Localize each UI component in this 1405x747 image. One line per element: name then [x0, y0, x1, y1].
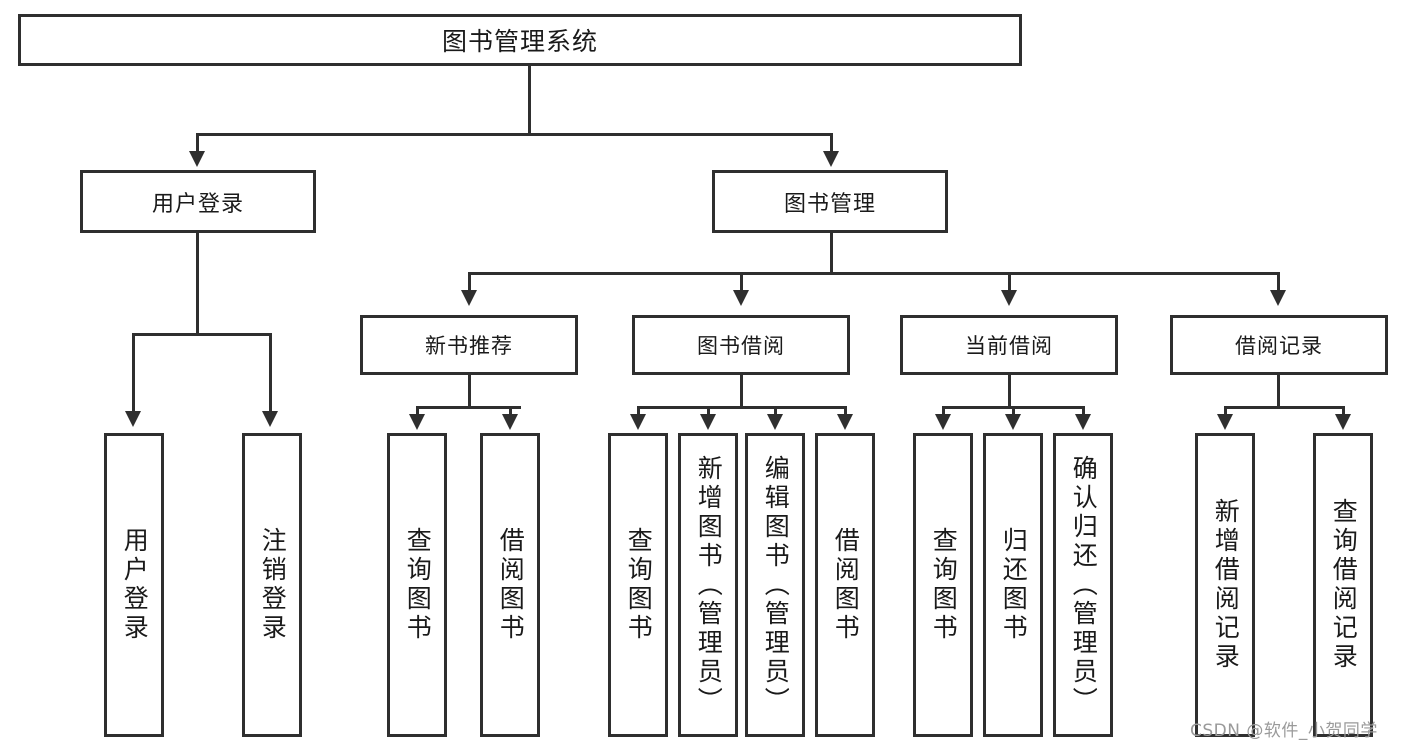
leaf-label: 新增借阅记录: [1211, 498, 1241, 672]
node-label: 借阅记录: [1235, 334, 1323, 358]
leaf-add-book-admin[interactable]: 新增图书（管理员）: [678, 433, 738, 737]
connector-new-book-drop-1: [416, 406, 419, 416]
connector-user-login-bus: [132, 333, 271, 336]
leaf-label: 编辑图书（管理员）: [761, 454, 791, 716]
arrowhead-leaf-query-record: [1335, 414, 1351, 430]
connector-borrow-record-stem: [1277, 375, 1280, 408]
arrowhead-leaf-user-login: [125, 411, 141, 427]
arrowhead-leaf-query-book-3: [935, 414, 951, 430]
connector-book-borrow-bus: [637, 406, 844, 409]
connector-book-mgmt-drop-4: [1277, 272, 1280, 292]
leaf-label: 确认归还（管理员）: [1069, 454, 1099, 716]
connector-current-borrow-stem: [1008, 375, 1011, 408]
connector-book-borrow-stem: [740, 375, 743, 408]
leaf-label: 注销登录: [258, 527, 288, 643]
connector-current-borrow-drop-1: [942, 406, 945, 416]
connector-new-book-bus: [416, 406, 521, 409]
connector-book-borrow-drop-3: [774, 406, 777, 416]
node-book-management[interactable]: 图书管理: [712, 170, 948, 233]
arrowhead-book-borrow: [733, 290, 749, 306]
leaf-user-login[interactable]: 用户登录: [104, 433, 164, 737]
leaf-query-borrow-record[interactable]: 查询借阅记录: [1313, 433, 1373, 737]
leaf-label: 归还图书: [999, 527, 1029, 643]
node-label: 图书借阅: [697, 334, 785, 358]
leaf-confirm-return-admin[interactable]: 确认归还（管理员）: [1053, 433, 1113, 737]
node-label: 图书管理系统: [441, 27, 598, 56]
arrowhead-user-login: [189, 151, 205, 167]
arrowhead-leaf-query-book-2: [630, 414, 646, 430]
connector-user-login-drop-1: [132, 333, 135, 413]
connector-root-bus: [196, 133, 833, 136]
connector-new-book-stem: [468, 375, 471, 408]
leaf-borrow-book-recommend[interactable]: 借阅图书: [480, 433, 540, 737]
node-label: 用户登录: [151, 191, 244, 217]
connector-book-mgmt-bus: [468, 272, 1280, 275]
connector-borrow-record-drop-1: [1224, 406, 1227, 416]
leaf-label: 查询借阅记录: [1329, 498, 1359, 672]
leaf-edit-book-admin[interactable]: 编辑图书（管理员）: [745, 433, 805, 737]
arrowhead-leaf-return-book: [1005, 414, 1021, 430]
connector-book-mgmt-drop-3: [1008, 272, 1011, 292]
node-label: 图书管理: [783, 191, 876, 217]
node-borrow-record[interactable]: 借阅记录: [1170, 315, 1388, 375]
connector-new-book-drop-2: [509, 406, 512, 416]
arrowhead-new-book-recommend: [461, 290, 477, 306]
connector-book-mgmt-drop-2: [740, 272, 743, 292]
csdn-watermark: CSDN @软件_小贺同学: [1190, 721, 1378, 741]
leaf-query-book-current[interactable]: 查询图书: [913, 433, 973, 737]
connector-root-to-user-login: [196, 133, 199, 153]
connector-current-borrow-drop-3: [1082, 406, 1085, 416]
arrowhead-leaf-add-record: [1217, 414, 1233, 430]
leaf-label: 查询图书: [403, 527, 433, 643]
connector-user-login-drop-2: [269, 333, 272, 413]
leaf-query-book-recommend[interactable]: 查询图书: [387, 433, 447, 737]
node-new-book-recommend[interactable]: 新书推荐: [360, 315, 578, 375]
arrowhead-leaf-add-book: [700, 414, 716, 430]
connector-user-login-stem: [196, 233, 199, 335]
arrowhead-borrow-record: [1270, 290, 1286, 306]
connector-current-borrow-drop-2: [1012, 406, 1015, 416]
leaf-query-book-borrow[interactable]: 查询图书: [608, 433, 668, 737]
connector-root-stem: [528, 66, 531, 135]
connector-book-mgmt-drop-1: [468, 272, 471, 292]
arrowhead-leaf-borrow-book-1: [502, 414, 518, 430]
connector-book-borrow-drop-4: [844, 406, 847, 416]
leaf-label: 借阅图书: [831, 527, 861, 643]
connector-root-to-book-mgmt: [830, 133, 833, 153]
leaf-borrow-book[interactable]: 借阅图书: [815, 433, 875, 737]
arrowhead-leaf-confirm-return: [1075, 414, 1091, 430]
node-user-login[interactable]: 用户登录: [80, 170, 316, 233]
connector-borrow-record-drop-2: [1342, 406, 1345, 416]
connector-book-mgmt-stem: [830, 233, 833, 274]
node-current-borrow[interactable]: 当前借阅: [900, 315, 1118, 375]
leaf-label: 用户登录: [120, 527, 150, 643]
leaf-label: 查询图书: [624, 527, 654, 643]
arrowhead-current-borrow: [1001, 290, 1017, 306]
leaf-label: 借阅图书: [496, 527, 526, 643]
arrowhead-leaf-logout: [262, 411, 278, 427]
leaf-label: 新增图书（管理员）: [694, 454, 724, 716]
node-label: 当前借阅: [965, 334, 1053, 358]
leaf-label: 查询图书: [929, 527, 959, 643]
arrowhead-leaf-query-book-1: [409, 414, 425, 430]
node-book-borrow[interactable]: 图书借阅: [632, 315, 850, 375]
leaf-logout[interactable]: 注销登录: [242, 433, 302, 737]
node-label: 新书推荐: [425, 334, 513, 358]
connector-borrow-record-bus: [1224, 406, 1343, 409]
leaf-add-borrow-record[interactable]: 新增借阅记录: [1195, 433, 1255, 737]
leaf-return-book[interactable]: 归还图书: [983, 433, 1043, 737]
arrowhead-leaf-borrow-book-2: [837, 414, 853, 430]
connector-book-borrow-drop-2: [707, 406, 710, 416]
arrowhead-book-mgmt: [823, 151, 839, 167]
arrowhead-leaf-edit-book: [767, 414, 783, 430]
node-root-system[interactable]: 图书管理系统: [18, 14, 1022, 66]
connector-book-borrow-drop-1: [637, 406, 640, 416]
